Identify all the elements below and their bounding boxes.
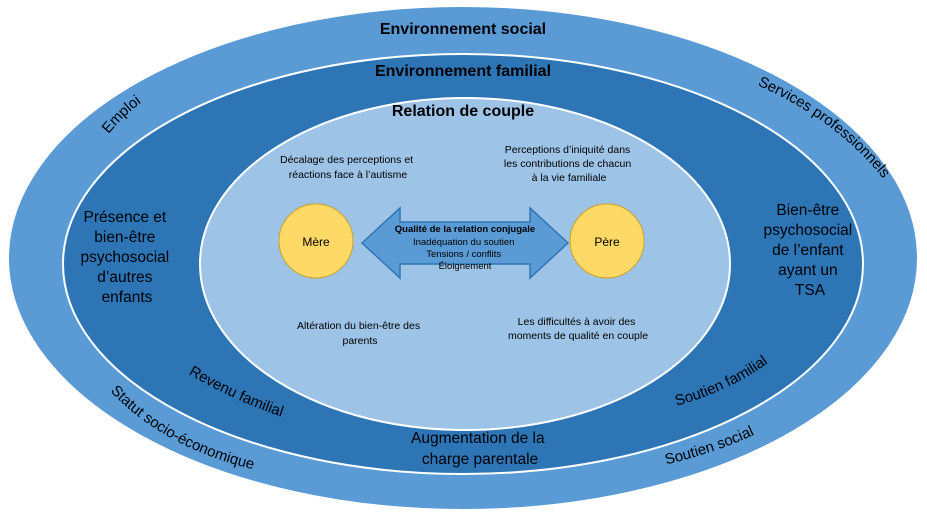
mother-circle [278, 203, 354, 279]
arrow-title: Qualité de la relation conjugale [395, 224, 535, 235]
social-environment-title: Environnement social [380, 21, 546, 38]
other-children-wellbeing: Présence et bien-être psychosocial d’aut… [80, 209, 173, 306]
inequity-perception-note: Perceptions d’iniquité dans les contribu… [504, 144, 634, 184]
father-label: Père [594, 235, 620, 249]
parental-burden-label: Augmentation de la charge parentale [411, 430, 549, 468]
parent-wellbeing-note: Altération du bien-être des parents [297, 320, 423, 347]
marital-quality-arrow [360, 206, 570, 280]
perception-gap-note: Décalage des perceptions et réactions fa… [280, 154, 416, 181]
father-circle [569, 203, 645, 279]
arrow-items: Inadéquation du soutien Tensions / confl… [413, 237, 517, 272]
family-environment-title: Environnement familial [375, 63, 551, 80]
mother-label: Mère [302, 235, 330, 249]
couple-relationship-title: Relation de couple [392, 103, 534, 120]
asd-child-wellbeing: Bien-être psychosocial de l’enfant ayant… [763, 202, 856, 299]
quality-time-note: Les difficultés à avoir des moments de q… [508, 316, 648, 342]
